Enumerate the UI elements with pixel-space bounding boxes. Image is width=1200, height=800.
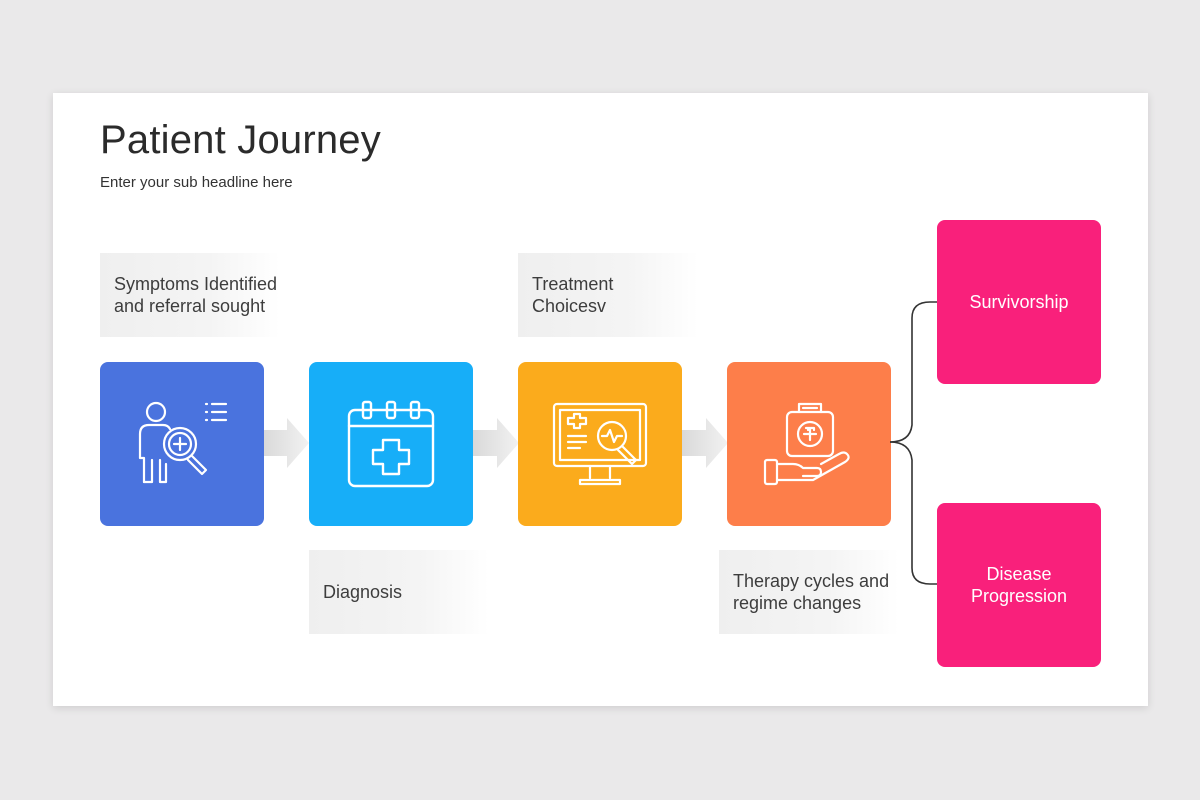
outcome-survivorship: Survivorship [937,220,1101,384]
page-subtitle: Enter your sub headline here [100,174,293,191]
patient-search-icon [138,401,228,484]
arrow-step3-to-step4 [682,418,728,468]
step-therapy [727,362,891,526]
label-symptoms: Symptoms Identified and referral sought [100,253,280,337]
step-symptoms [100,362,264,526]
label-treatment: Treatment Choicesv [518,253,698,337]
outcome-survivorship-text: Survivorship [969,292,1069,312]
step-diagnosis [309,362,473,526]
step-treatment [518,362,682,526]
label-diagnosis: Diagnosis [309,550,489,634]
arrow-step2-to-step3 [473,418,519,468]
branch-connector [890,301,938,585]
medical-kit-hand-icon [763,402,850,486]
medical-calendar-icon [347,400,435,488]
outcome-disease-progression: Disease Progression [937,503,1101,667]
label-therapy-text: Therapy cycles and regime changes [733,571,890,613]
label-treatment-text: Treatment Choicesv [532,274,614,316]
label-diagnosis-text: Diagnosis [323,582,403,602]
page-title: Patient Journey [100,118,381,162]
medical-monitor-icon [552,402,648,486]
label-therapy: Therapy cycles and regime changes [719,550,899,634]
label-symptoms-text: Symptoms Identified and referral sought [114,274,278,316]
arrow-step1-to-step2 [263,418,309,468]
outcome-progression-text: Disease Progression [970,564,1068,606]
